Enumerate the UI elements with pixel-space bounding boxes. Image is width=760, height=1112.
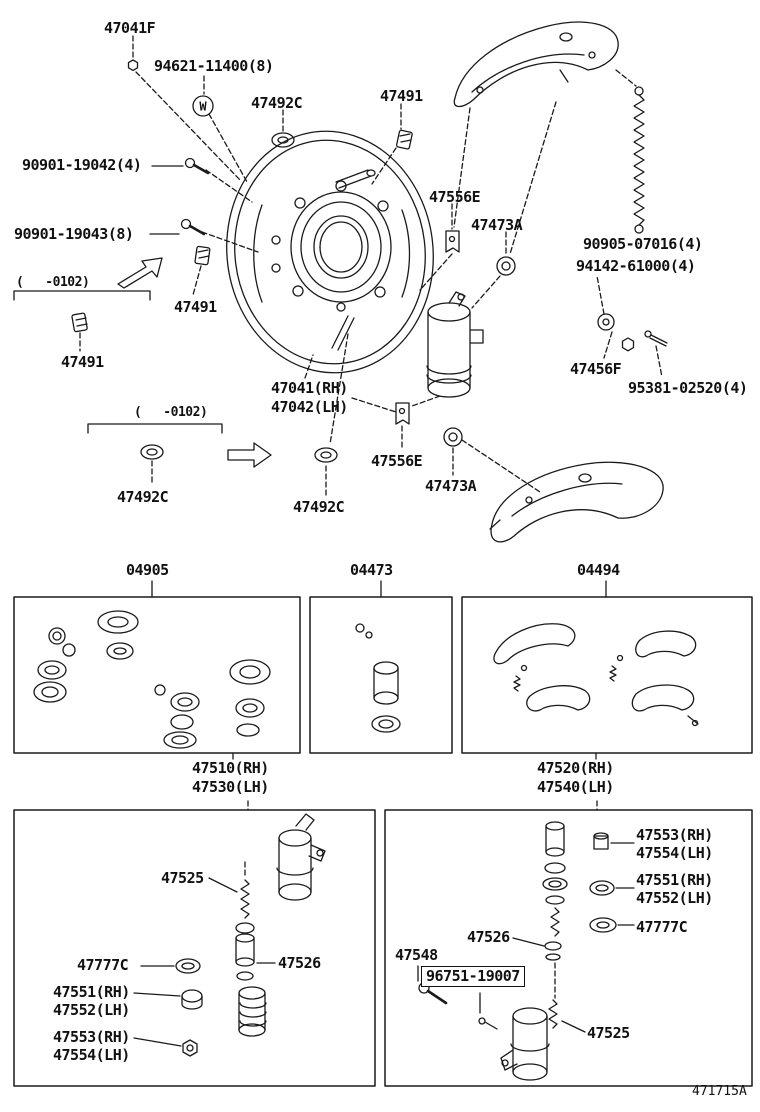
part-label-47777C-left: 47777C — [77, 956, 129, 974]
direction-arrow-1 — [117, 257, 163, 289]
direction-arrow-2 — [227, 442, 272, 468]
diagram-code: 471715A — [692, 1084, 747, 1099]
part-label-47042-lh: 47042(LH) — [271, 398, 348, 416]
kit-box-04473 — [309, 596, 453, 754]
adjuster-kit-contents — [355, 623, 401, 733]
part-label-90901-19042: 90901-19042(4) — [22, 156, 142, 174]
part-label-47777C-right: 47777C — [636, 918, 688, 936]
part-label-47552-lh-right: 47552(LH) — [636, 889, 713, 907]
part-label-47510-rh: 47510(RH) — [192, 759, 269, 777]
part-label-47491-bracket: 47491 — [61, 353, 104, 371]
range-note-2: ( -0102) — [134, 405, 208, 420]
kit-label-04494: 04494 — [577, 561, 620, 579]
bolt-90901-19042-drawing — [184, 157, 210, 175]
grommet-47492C-lower — [314, 447, 338, 463]
brake-shoe-upper-drawing — [453, 21, 619, 108]
part-label-47473A-lower: 47473A — [425, 477, 477, 495]
grommet-47492C-bracket — [140, 444, 164, 460]
part-label-47552-lh-left: 47552(LH) — [53, 1001, 130, 1019]
range-note-1: ( -0102) — [16, 275, 90, 290]
part-label-47520-rh: 47520(RH) — [537, 759, 614, 777]
brake-shoe-lower-drawing — [489, 461, 664, 543]
part-label-47041-rh: 47041(RH) — [271, 379, 348, 397]
part-label-47526-right: 47526 — [467, 928, 510, 946]
part-label-47551-rh-left: 47551(RH) — [53, 983, 130, 1001]
clip-47556E-lower-drawing — [395, 402, 410, 425]
cylinder-box-left — [13, 809, 376, 1087]
part-label-47553-rh-right: 47553(RH) — [636, 826, 713, 844]
part-label-47554-lh-right: 47554(LH) — [636, 844, 713, 862]
retainer-clip-47491-top — [395, 129, 413, 150]
kit-box-04905 — [13, 596, 301, 754]
part-label-47525-right: 47525 — [587, 1024, 630, 1042]
part-label-47554-lh-left: 47554(LH) — [53, 1046, 130, 1064]
seal-kit-contents — [33, 610, 271, 749]
leader-lines — [79, 35, 663, 811]
backing-plate-drawing — [226, 130, 434, 374]
part-label-47530-lh: 47530(LH) — [192, 778, 269, 796]
shoe-kit-contents — [493, 623, 699, 727]
anchor-nut-47041F — [127, 59, 139, 72]
kit-label-04905: 04905 — [126, 561, 169, 579]
cylinder-box-right — [384, 809, 753, 1087]
washer-symbol: W — [199, 100, 207, 114]
spring-anchor-hardware-47456F — [597, 313, 668, 352]
range-bracket-1 — [13, 290, 151, 301]
part-label-47492C-top: 47492C — [251, 94, 303, 112]
part-label-47548: 47548 — [395, 946, 438, 964]
wheel-cylinder-drawing — [426, 291, 484, 398]
return-spring-drawing — [633, 86, 645, 234]
part-label-47526-left: 47526 — [278, 954, 321, 972]
part-label-47491-top: 47491 — [380, 87, 423, 105]
range-bracket-2 — [87, 423, 223, 434]
retainer-clip-47491-bracket — [71, 312, 88, 333]
part-label-95381-02520: 95381-02520(4) — [628, 379, 748, 397]
part-label-47540-lh: 47540(LH) — [537, 778, 614, 796]
part-label-47551-rh-right: 47551(RH) — [636, 871, 713, 889]
wheel-cylinder-kit-left — [175, 813, 326, 1057]
grommet-47492C-top — [271, 132, 295, 148]
part-label-90901-19043: 90901-19043(8) — [14, 225, 134, 243]
part-label-47492C-lower: 47492C — [293, 498, 345, 516]
part-label-47492C-bracket: 47492C — [117, 488, 169, 506]
bolt-90901-19043-drawing — [180, 218, 206, 236]
part-label-96751-19007: 96751-19007 — [421, 966, 525, 988]
part-label-47553-rh-left: 47553(RH) — [53, 1028, 130, 1046]
retainer-clip-47491-mid — [194, 245, 211, 266]
part-label-47473A-upper: 47473A — [471, 216, 523, 234]
part-label-47041F: 47041F — [104, 19, 156, 37]
part-label-94621-11400: 94621-11400(8) — [154, 57, 274, 75]
part-label-94142-61000: 94142-61000(4) — [576, 257, 696, 275]
plug-47473A-lower-drawing — [443, 427, 463, 447]
part-label-90905-07016: 90905-07016(4) — [583, 235, 703, 253]
part-label-47491-mid: 47491 — [174, 298, 217, 316]
clip-47556E-upper-drawing — [445, 230, 460, 253]
kit-label-04473: 04473 — [350, 561, 393, 579]
plug-47473A-upper-drawing — [496, 256, 516, 276]
kit-box-04494 — [461, 596, 753, 754]
part-label-47556E-lower: 47556E — [371, 452, 423, 470]
wheel-cylinder-kit-right — [418, 821, 617, 1081]
part-label-47456F: 47456F — [570, 360, 622, 378]
washer-symbol-mark: W — [192, 95, 214, 117]
solid-leaders — [133, 165, 635, 1047]
part-label-47556E-upper: 47556E — [429, 188, 481, 206]
part-label-47525-left: 47525 — [161, 869, 204, 887]
